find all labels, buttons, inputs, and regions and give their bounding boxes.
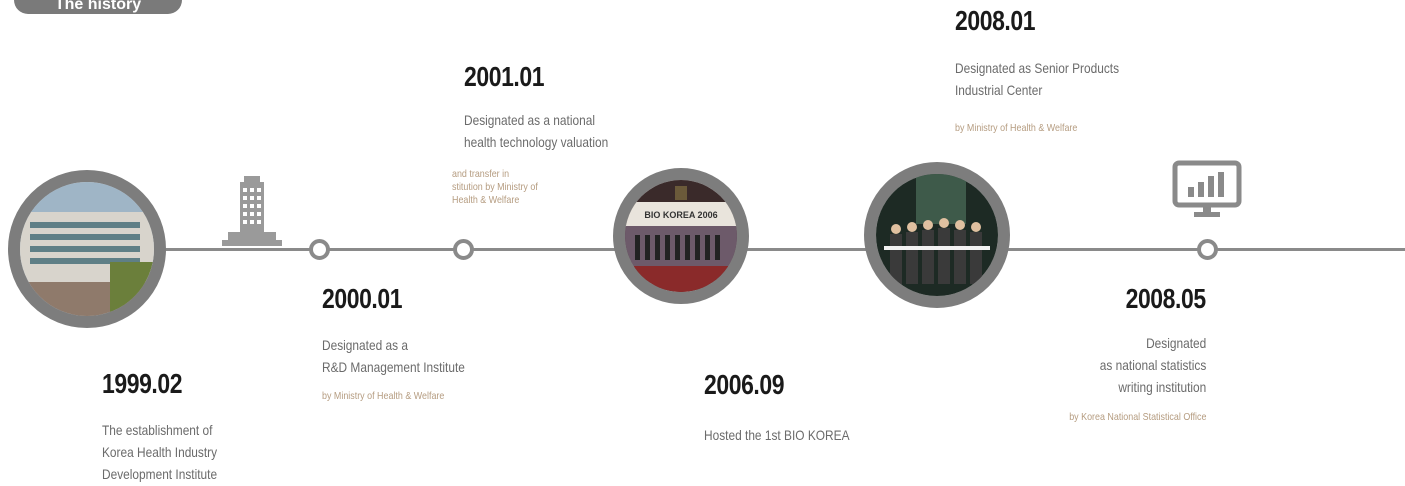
timeline-node-2008-05: [1197, 239, 1218, 260]
event-note-2008-01: by Ministry of Health & Welfare: [955, 122, 1078, 134]
event-desc-2008-05: Designated as national statistics writin…: [1099, 335, 1206, 395]
event-desc-2001: Designated as a national health technolo…: [464, 112, 609, 150]
event-year-2001: 2001.01: [464, 61, 545, 92]
event-desc-2006: Hosted the 1st BIO KOREA: [704, 427, 850, 443]
event-note-2008-05: by Korea National Statistical Office: [1068, 411, 1206, 423]
photo-1999-building: [8, 170, 166, 328]
monitor-chart-icon: [1172, 160, 1242, 220]
timeline-line-1: [160, 248, 630, 251]
timeline-node-2000: [309, 239, 330, 260]
photo-2006-bio-korea: BIO KOREA 2006: [613, 168, 749, 304]
timeline-line-2: [740, 248, 870, 251]
event-desc-1999: The establishment of Korea Health Indust…: [102, 422, 218, 482]
building-icon: [222, 176, 282, 248]
photo-2008-ceremony: [864, 162, 1010, 308]
event-year-2008-01: 2008.01: [955, 5, 1036, 36]
event-year-2008-05: 2008.05: [1125, 283, 1207, 314]
event-desc-2000: Designated as a R&D Management Institute: [322, 337, 465, 375]
event-year-2006: 2006.09: [704, 369, 785, 400]
event-note-2001: and transfer in stitution by Ministry of…: [452, 168, 538, 206]
event-note-2000: by Ministry of Health & Welfare: [322, 390, 445, 402]
timeline-node-2001: [453, 239, 474, 260]
event-year-1999: 1999.02: [102, 368, 183, 399]
bio-korea-banner-text: BIO KOREA 2006: [644, 210, 717, 220]
history-tab[interactable]: The history: [14, 0, 182, 14]
event-desc-2008-01: Designated as Senior Products Industrial…: [955, 60, 1120, 98]
event-year-2000: 2000.01: [322, 283, 403, 314]
